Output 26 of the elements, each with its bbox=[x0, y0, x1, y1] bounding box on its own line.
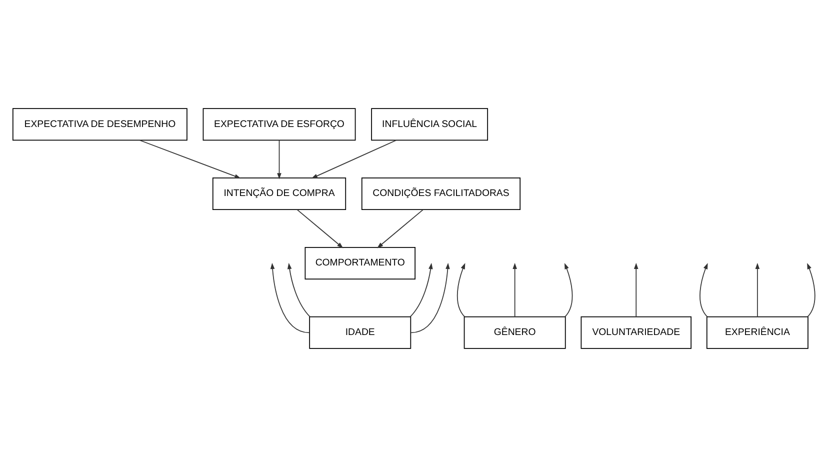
arrow bbox=[139, 140, 241, 178]
node-box: EXPECTATIVA DE DESEMPENHO bbox=[12, 108, 188, 141]
arrow bbox=[377, 209, 424, 248]
node-box: INFLUÊNCIA SOCIAL bbox=[371, 108, 488, 141]
arrow bbox=[287, 262, 310, 318]
arrow bbox=[700, 262, 708, 318]
node-box: EXPERIÊNCIA bbox=[706, 316, 808, 349]
node-box: EXPECTATIVA DE ESFORÇO bbox=[202, 108, 356, 141]
arrow bbox=[410, 262, 433, 318]
arrow bbox=[296, 209, 344, 248]
node-box: GÊNERO bbox=[464, 316, 566, 349]
node-box: INTENÇÃO DE COMPRA bbox=[212, 178, 346, 210]
arrow bbox=[410, 262, 450, 334]
arrow bbox=[634, 262, 638, 318]
arrow bbox=[512, 262, 517, 318]
node-box: COMPORTAMENTO bbox=[304, 246, 416, 280]
node-box: CONDIÇÕES FACILITADORAS bbox=[361, 178, 521, 210]
arrow bbox=[564, 262, 573, 318]
arrow bbox=[755, 262, 760, 318]
arrow bbox=[277, 140, 282, 180]
node-box: VOLUNTARIEDADE bbox=[580, 316, 692, 349]
arrow bbox=[311, 140, 397, 178]
node-box: IDADE bbox=[309, 316, 412, 349]
arrow bbox=[456, 262, 466, 318]
arrow bbox=[807, 262, 816, 318]
arrow bbox=[270, 262, 310, 334]
